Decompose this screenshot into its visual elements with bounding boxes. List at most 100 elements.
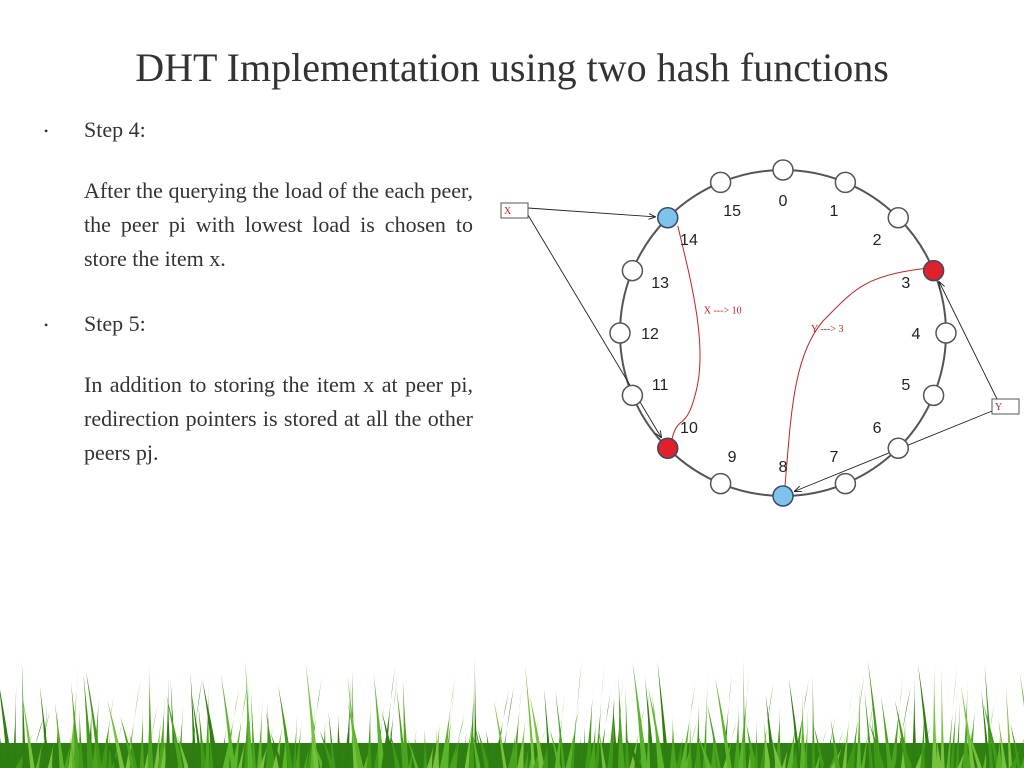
grass-blade	[894, 700, 911, 768]
ring-node-label-9: 9	[728, 449, 737, 466]
grass-blade	[39, 685, 50, 768]
ring-node-label-2: 2	[873, 232, 882, 249]
grass-blade	[966, 729, 982, 768]
grass-blade	[166, 695, 183, 768]
grass-blade	[607, 676, 617, 768]
grass-blade	[715, 677, 732, 768]
ring-node-15	[709, 171, 732, 194]
grass-blade	[373, 674, 386, 768]
grass-blade	[54, 701, 65, 768]
ring-node-label-5: 5	[901, 377, 910, 394]
grass-blade	[35, 709, 51, 768]
grass-blade	[597, 691, 611, 768]
grass-blade	[721, 672, 733, 768]
grass-blade	[746, 722, 758, 768]
grass-blade	[256, 695, 263, 768]
grass-blade	[698, 735, 712, 768]
grass-blade	[12, 684, 17, 768]
grass-blade	[1020, 757, 1024, 768]
ring-node-label-3: 3	[901, 275, 910, 292]
grass-blade	[829, 729, 844, 768]
ring-node-label-15: 15	[723, 203, 741, 220]
grass-blade	[598, 725, 606, 768]
grass-blade	[15, 733, 33, 768]
grass-blade	[585, 676, 594, 768]
grass-blade	[381, 665, 396, 768]
grass-blade	[917, 663, 933, 768]
ring-node-10	[656, 437, 679, 460]
grass-blade	[675, 728, 684, 768]
grass-blade	[0, 689, 13, 768]
grass-blade	[492, 689, 509, 768]
grass-blade	[408, 727, 418, 768]
grass-blade	[940, 666, 945, 768]
grass-blade	[111, 719, 123, 768]
grass-blade	[544, 688, 552, 768]
grass-blade	[743, 658, 747, 768]
grass-blade	[231, 680, 249, 768]
grass-blade	[471, 726, 481, 768]
grass-blade	[787, 709, 798, 768]
grass-blade	[129, 732, 138, 768]
grass-blade	[71, 683, 82, 768]
slide-title: DHT Implementation using two hash functi…	[135, 45, 889, 90]
grass-blade	[345, 675, 351, 768]
grass-blade	[771, 735, 782, 768]
grass-blade	[414, 736, 425, 768]
grass-blade	[618, 675, 625, 768]
grass-blade	[554, 693, 566, 768]
grass-blade	[811, 673, 816, 768]
grass-blade	[723, 719, 737, 768]
ring-node-label-4: 4	[912, 326, 921, 343]
grass-blade	[625, 688, 630, 768]
grass-blade	[144, 704, 159, 768]
grass-blade	[831, 736, 847, 768]
grass-blade	[170, 680, 177, 768]
grass-blade	[191, 692, 204, 768]
grass-blade	[830, 718, 841, 768]
grass-blade	[120, 716, 136, 768]
grass-blade	[754, 720, 759, 768]
grass-blade	[981, 690, 991, 768]
grass-blade	[687, 722, 693, 768]
grass-blade	[1010, 723, 1021, 768]
grass-blade	[549, 728, 561, 768]
grass-blade	[21, 661, 27, 768]
grass-blade	[92, 681, 100, 768]
ring-node-5	[922, 384, 945, 407]
mapping-label: X ---> 10	[704, 306, 742, 317]
dht-ring-diagram: X ---> 10Y ---> 3 XY 0123456789101112131…	[500, 159, 1020, 507]
ring-node-7	[834, 472, 857, 495]
step-5-body: In addition to storing the item x at pee…	[84, 372, 473, 465]
grass-blade	[366, 698, 372, 768]
grass-blade	[529, 695, 545, 768]
ring-node-9	[709, 472, 732, 495]
grass-blade	[625, 736, 643, 768]
grass-blade	[177, 735, 189, 768]
ring-node-14	[656, 206, 679, 229]
grass-blade	[781, 736, 792, 768]
grass-blade	[310, 736, 325, 768]
grass-blade	[47, 734, 56, 768]
grass-blade	[328, 711, 336, 768]
grass-blade	[107, 699, 125, 768]
grass-blade	[763, 721, 772, 768]
grass-blade	[849, 674, 865, 768]
grass-blade	[894, 686, 912, 768]
grass-decoration	[0, 658, 1024, 768]
grass-blade	[799, 694, 807, 768]
grass-blade	[684, 720, 698, 768]
grass-blade	[22, 694, 35, 768]
grass-blade	[565, 705, 580, 768]
grass-blade	[452, 712, 465, 768]
grass-blade	[748, 732, 752, 768]
grass-blade	[842, 687, 853, 768]
grass-blade	[250, 692, 256, 768]
grass-blade	[589, 715, 597, 768]
grass-blade	[389, 730, 401, 768]
grass-blade	[1009, 739, 1024, 768]
grass-blade	[187, 678, 203, 768]
grass-blade	[511, 685, 522, 768]
grass-blade	[78, 709, 84, 768]
bullet-dot: •	[44, 124, 49, 138]
